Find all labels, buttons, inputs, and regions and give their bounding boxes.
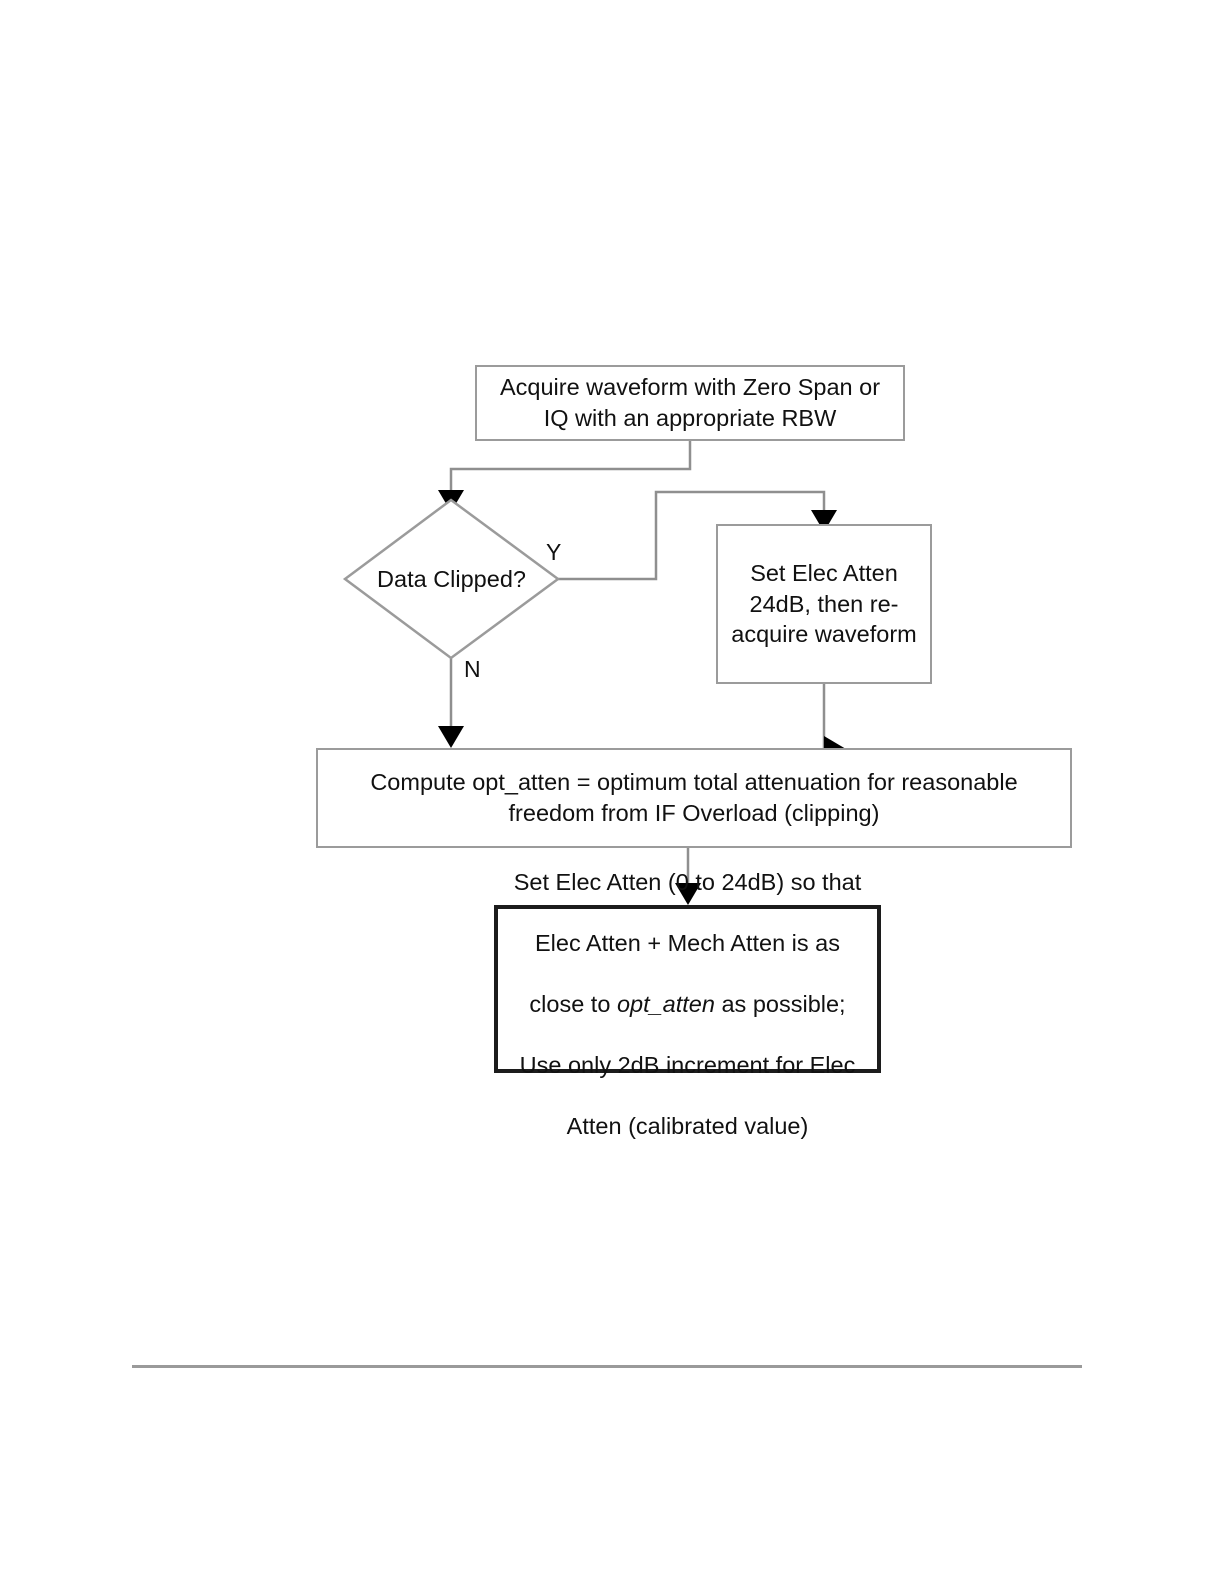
final-line-4: Use only 2dB increment for Elec (519, 1052, 856, 1079)
process-node-set-elec-atten-final[interactable]: Set Elec Atten (0 to 24dB) so that Elec … (494, 869, 881, 1139)
final-line-5: Atten (calibrated value) (566, 1113, 809, 1140)
edge-decision-no-to-compute (438, 658, 464, 748)
final-line-3-prefix: close to (529, 991, 617, 1017)
final-line-3-italic-term: opt_atten (616, 991, 715, 1017)
process-node-compute-opt-atten[interactable]: Compute opt_atten = optimum total attenu… (316, 748, 1072, 848)
node-label-set-elec-atten: Set Elec Atten (0 to 24dB) so that Elec … (506, 836, 870, 1141)
arrowhead-down-compute-left (438, 726, 464, 748)
node-label-data-clipped: Data Clipped? (377, 565, 526, 592)
node-label-set-atten-24: Set Elec Atten 24dB, then re- acquire wa… (731, 560, 917, 648)
edge-label-no: N (464, 656, 481, 682)
process-node-acquire-waveform[interactable]: Acquire waveform with Zero Span or IQ wi… (475, 365, 905, 441)
final-line-2: Elec Atten + Mech Atten is as (534, 929, 841, 956)
process-node-set-elec-atten-24db[interactable]: Set Elec Atten 24dB, then re- acquire wa… (716, 524, 932, 684)
page-footer-rule (132, 1365, 1082, 1368)
edge-label-yes: Y (546, 539, 562, 565)
final-line-1: Set Elec Atten (0 to 24dB) so that (513, 868, 862, 895)
node-label-acquire: Acquire waveform with Zero Span or IQ wi… (499, 374, 881, 431)
node-label-compute-opt-atten: Compute opt_atten = optimum total attenu… (370, 769, 1018, 826)
final-line-3-suffix: as possible; (714, 991, 846, 1017)
decision-node-data-clipped[interactable]: Data Clipped? (345, 500, 558, 658)
